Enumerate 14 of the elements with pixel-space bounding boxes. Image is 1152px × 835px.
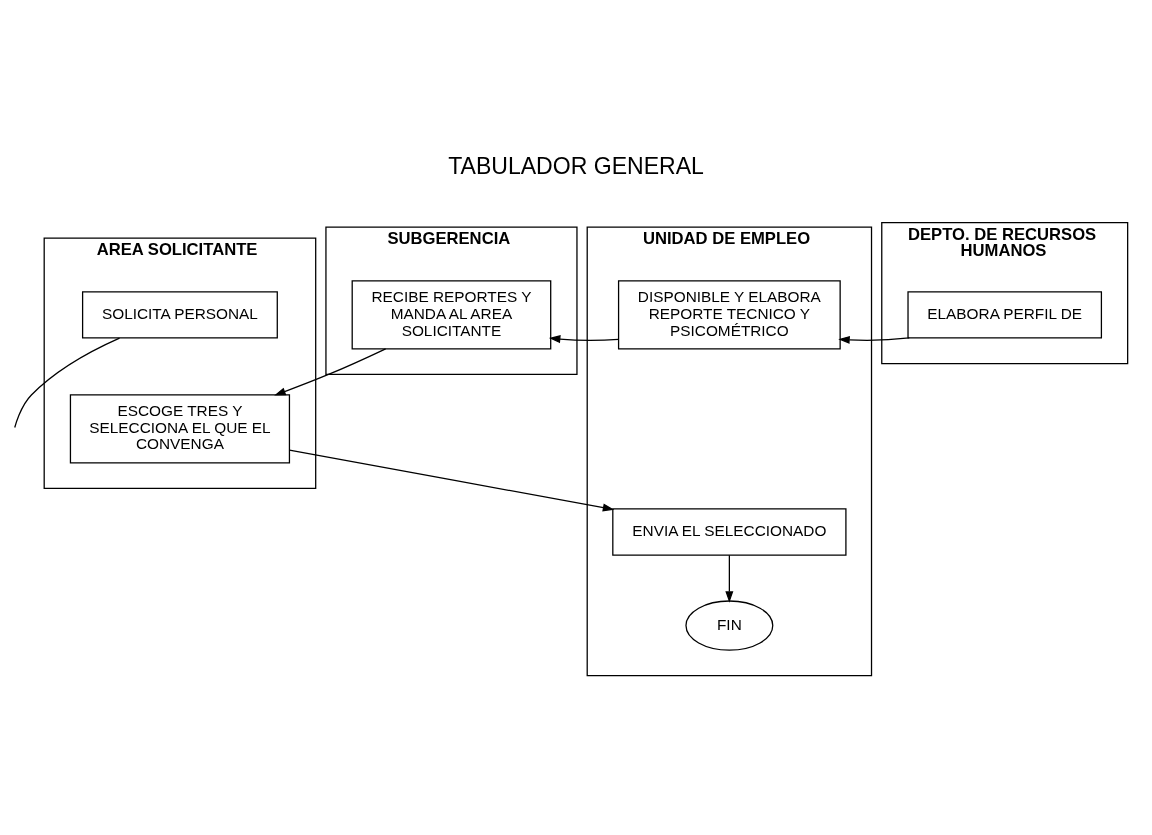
node-box: DISPONIBLE Y ELABORA REPORTE TECNICO Y PSICOMÉTRICO: [617, 279, 841, 349]
arrow: [288, 449, 615, 512]
node-box: ELABORA PERFIL DE: [907, 290, 1103, 339]
connector: [14, 336, 121, 428]
node-ellipse: FIN: [685, 599, 774, 651]
node-box: ENVIA EL SELECCIONADO: [612, 507, 847, 556]
arrow: [725, 554, 734, 603]
arrow: [838, 335, 910, 344]
arrow: [274, 347, 387, 395]
diagram-title: TABULADOR GENERAL: [448, 152, 704, 179]
arrow: [548, 334, 620, 343]
node-box: ESCOGE TRES Y SELECCIONA EL QUE EL CONVENGA: [69, 393, 291, 463]
node-box: SOLICITA PERSONAL: [81, 290, 278, 339]
node-box: RECIBE REPORTES Y MANDA AL AREA SOLICITANTE: [351, 279, 552, 349]
